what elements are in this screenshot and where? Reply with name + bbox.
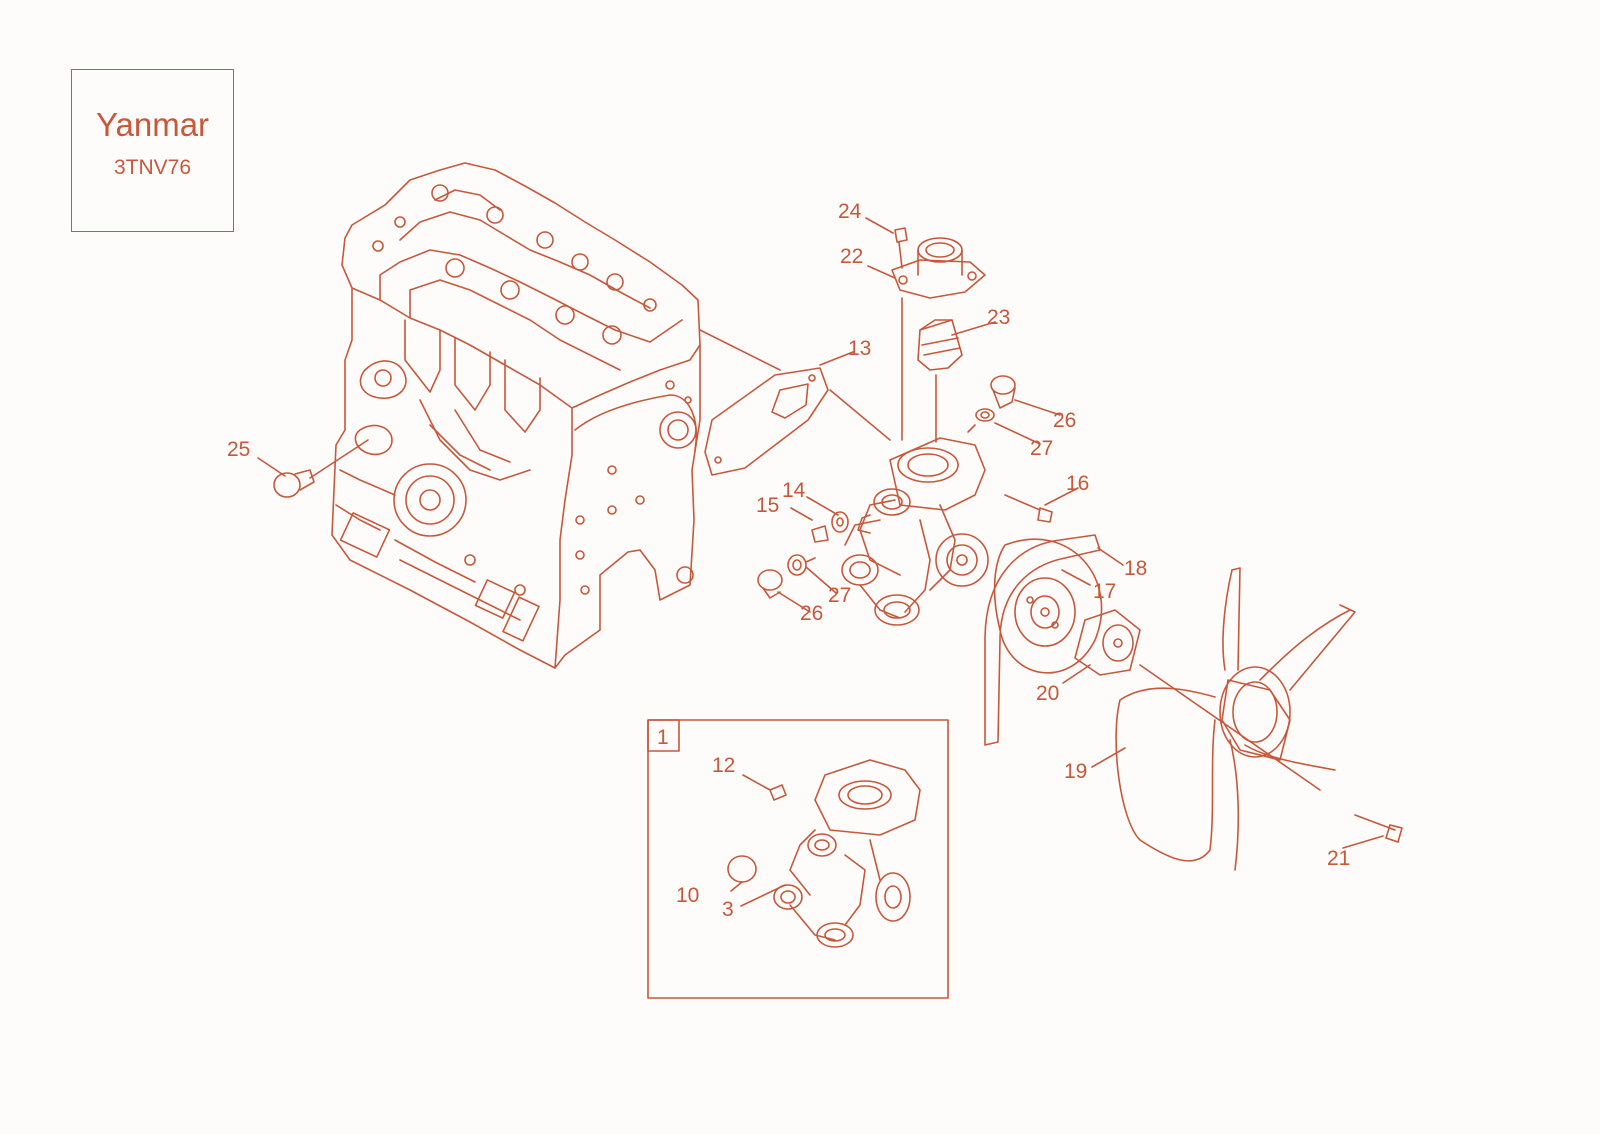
callout-27-bottom: 27	[828, 584, 851, 607]
callout-22: 22	[840, 245, 863, 268]
water-outlet-22	[891, 259, 986, 299]
callout-26-top: 26	[1053, 409, 1076, 432]
gasket-13	[704, 367, 829, 476]
callout-24: 24	[838, 200, 862, 223]
callout-leaders	[257, 217, 1384, 849]
water-pump-assembly	[273, 227, 1053, 626]
callout-17: 17	[1093, 580, 1116, 603]
callout-25: 25	[227, 438, 250, 461]
callout-3: 3	[722, 898, 734, 921]
callout-20: 20	[1036, 682, 1059, 705]
callout-labels: 24 22 23 13 26 27 16 25 14 15 18 17 27 2…	[227, 200, 1350, 921]
callout-18: 18	[1124, 557, 1147, 580]
callout-23: 23	[987, 306, 1010, 329]
callout-27-top: 27	[1030, 437, 1053, 460]
inset-box	[647, 719, 949, 999]
callout-26-bottom: 26	[800, 602, 823, 625]
callout-14: 14	[782, 479, 806, 502]
callout-13: 13	[848, 337, 871, 360]
engine-block	[331, 162, 829, 669]
brand-name: Yanmar	[95, 106, 210, 143]
callout-16: 16	[1066, 472, 1089, 495]
callout-19: 19	[1064, 760, 1087, 783]
inset-label: 1	[657, 726, 669, 749]
callout-21: 21	[1327, 847, 1350, 870]
fan-drive	[984, 534, 1403, 871]
callout-10: 10	[676, 884, 699, 907]
title-box: Yanmar 3TNV76	[71, 69, 234, 232]
callout-15: 15	[756, 494, 779, 517]
model-name: 3TNV76	[113, 156, 192, 179]
callout-12: 12	[712, 754, 735, 777]
